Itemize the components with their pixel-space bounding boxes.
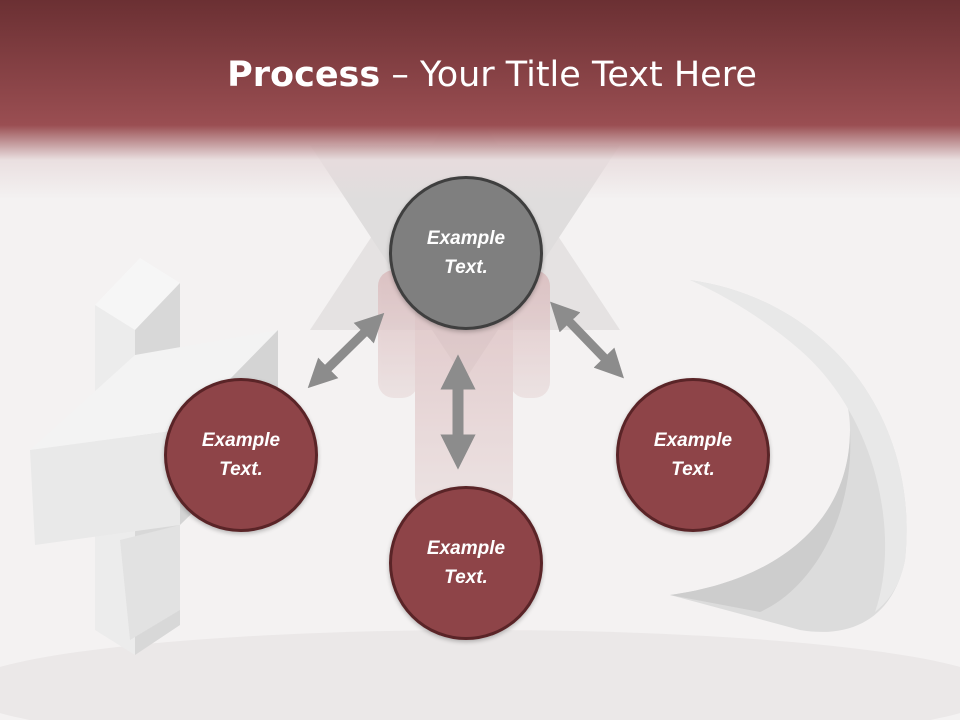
node-bottom-line2: Text. bbox=[444, 567, 488, 588]
node-top-line2: Text. bbox=[444, 257, 488, 278]
slide-title: Process – Your Title Text Here bbox=[0, 52, 960, 98]
cross-icon bbox=[30, 258, 278, 655]
node-right-line2: Text. bbox=[671, 459, 715, 480]
node-right: Example Text. bbox=[616, 378, 770, 532]
node-left-line1: Example bbox=[201, 430, 281, 451]
node-bottom: Example Text. bbox=[389, 486, 543, 640]
node-right-line1: Example bbox=[653, 430, 733, 451]
crescent-moon-icon bbox=[670, 280, 907, 632]
node-left-line2: Text. bbox=[219, 459, 263, 480]
header-band bbox=[0, 0, 960, 200]
node-top-line1: Example bbox=[426, 228, 506, 249]
node-bottom-line1: Example bbox=[426, 538, 506, 559]
title-bold: Process bbox=[227, 55, 381, 95]
title-rest: – Your Title Text Here bbox=[380, 55, 757, 95]
node-left: Example Text. bbox=[164, 378, 318, 532]
node-top: Example Text. bbox=[389, 176, 543, 330]
